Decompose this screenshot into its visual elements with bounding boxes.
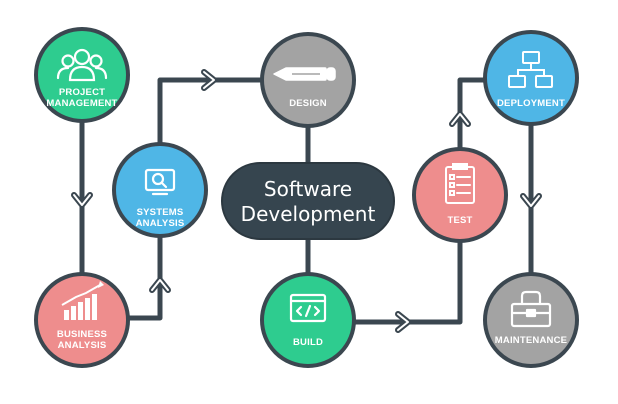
connector-ba-to-sa: [128, 228, 163, 321]
checklist-icon: [445, 163, 475, 204]
code-window-icon: [289, 293, 327, 323]
node-label-line1: SYSTEMS: [137, 207, 184, 218]
node-label-line1: PROJECT: [59, 87, 105, 98]
toolbox-icon: [510, 290, 552, 328]
people-icon: [56, 48, 108, 82]
node-project-management: PROJECT MANAGEMENT: [34, 27, 130, 123]
arrow-down-pm: [71, 192, 93, 208]
node-design: DESIGN: [260, 32, 356, 128]
node-label-line1: BUSINESS: [57, 329, 107, 340]
connector-build-to-test: [354, 236, 463, 325]
center-title-line2: Development: [241, 202, 376, 226]
connector-test-to-deploy: [457, 77, 486, 152]
node-label-line2: MANAGEMENT: [46, 98, 117, 109]
network-icon: [508, 51, 553, 88]
monitor-search-icon: [144, 168, 176, 196]
center-pill: [221, 162, 395, 240]
node-deployment: DEPLOYMENT: [483, 30, 579, 126]
node-label-line1: TEST: [447, 215, 472, 226]
node-build: BUILD: [260, 272, 356, 368]
arrows: [71, 69, 542, 333]
center-title-line1: Software: [264, 177, 352, 201]
arrow-up-ba: [149, 277, 171, 293]
arrow-right-build: [395, 311, 411, 333]
node-label-line1: DESIGN: [289, 98, 327, 109]
node-label-line1: DEPLOYMENT: [497, 98, 565, 109]
pencil-icon: [273, 67, 336, 81]
arrow-right-design: [201, 69, 217, 91]
arrow-down-deploy: [520, 193, 542, 209]
node-label-line2: ANALYSIS: [136, 218, 185, 229]
node-label-line1: BUILD: [293, 337, 323, 348]
center-node: Software Development: [221, 162, 395, 240]
node-test: TEST: [412, 147, 508, 243]
node-maintenance: MAINTENANCE: [483, 272, 579, 368]
node-business-analysis: BUSINESS ANALYSIS: [34, 272, 130, 368]
connectors: [79, 77, 534, 325]
node-label-line2: ANALYSIS: [58, 340, 107, 351]
node-label-line1: MAINTENANCE: [495, 335, 567, 346]
bar-chart-icon: [61, 281, 104, 320]
connector-sa-to-design: [157, 77, 262, 152]
arrow-up-test: [449, 111, 471, 127]
node-systems-analysis: SYSTEMS ANALYSIS: [112, 142, 208, 238]
